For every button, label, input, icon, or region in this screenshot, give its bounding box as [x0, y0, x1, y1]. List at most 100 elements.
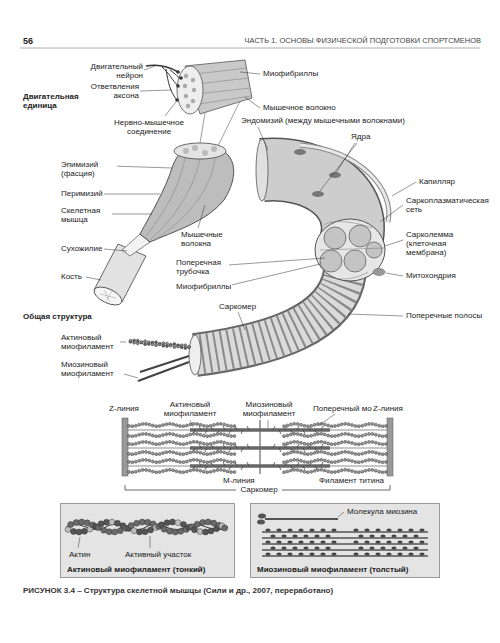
myosin-thick-filament-part [265, 552, 270, 555]
part-label: Кость [60, 272, 83, 281]
sarcomere-filaments-part [286, 470, 289, 473]
part-label: Сухожилие [60, 244, 103, 253]
sarcomere-filaments-part [273, 426, 275, 430]
part-label: Z-линия [372, 404, 404, 413]
sarcomere-filaments-part [223, 451, 226, 454]
part-label: Миозиновый миофиламент [60, 360, 124, 378]
part-label: Двигательная единица [22, 92, 86, 110]
part-label: Саркомер [218, 302, 257, 311]
sarcomere-filaments-part [313, 433, 316, 436]
myosin-thick-filament-part [380, 534, 385, 537]
sarcomere-filaments-part [179, 435, 182, 438]
sarcomere-filaments-part [213, 423, 216, 426]
leader-lines-part [104, 249, 127, 251]
sarcomere-filaments-part [371, 432, 374, 435]
sarcomere-filaments-part [233, 435, 236, 438]
myosin-thick-filament-part [413, 534, 418, 537]
sarcomere-filaments-part [289, 423, 292, 426]
myosin-thick-filament-part [397, 552, 402, 555]
actin-helix-part [161, 526, 167, 532]
sarcomere-filaments-part [230, 443, 233, 446]
sarcomere-filaments-part [344, 440, 347, 443]
sarcomere-filaments-part [371, 440, 374, 443]
sarcomere-filaments-part [364, 469, 367, 472]
sarcomere-filaments-part [189, 441, 192, 444]
sarcomere-filaments-part [368, 450, 371, 453]
sarcomere-filaments-part [168, 468, 171, 471]
leader-lines-part [165, 102, 176, 116]
figure-caption: РИСУНОК 3.4 – Структура скелетной мышцы … [22, 586, 484, 595]
part-label: Ядра [350, 132, 371, 141]
part-label: Актиновый миофиламент [60, 333, 120, 351]
part-label: Эпимизий (фасция) [60, 160, 117, 178]
sarcomere-filaments-part [158, 452, 161, 455]
actin-helix-part [115, 520, 121, 526]
myosin-thick-filament-part [391, 546, 396, 549]
sarcomere-filaments-part [368, 468, 371, 471]
sarcomere-filaments-part [151, 442, 154, 445]
sarcomere-filaments-part [368, 458, 371, 461]
motor-unit-illustration-part [175, 98, 179, 102]
myosin-thick-filament-part [265, 528, 270, 531]
sarcomere-filaments-part [385, 434, 388, 437]
sarcomere-filaments-part [192, 450, 195, 453]
sarcomere-filaments-part [219, 422, 222, 425]
sarcomere-filaments-part [233, 453, 236, 456]
sarcomere-filaments-part [306, 425, 309, 428]
sarcomere-filaments-part [162, 424, 165, 427]
panel-title: Миозиновый миофиламент (толстый) [257, 565, 408, 574]
actin-helix-part [208, 528, 214, 534]
sarcomere-filaments-part [134, 434, 137, 437]
sarcomere-filaments-part [165, 459, 168, 462]
part-label: Скелетная мышца [60, 206, 112, 224]
sarcomere-filaments-part [334, 425, 337, 428]
sarcomere-filaments-part [300, 423, 303, 426]
actin-helix-part [222, 525, 228, 531]
sarcomere-filaments-part [381, 425, 384, 428]
sarcomere-filaments-part [182, 461, 185, 464]
actin-helix-part [106, 529, 112, 535]
sarcomere-filaments-part [351, 460, 354, 463]
actin-helix-part [82, 528, 88, 534]
sarcomere-filaments-part [213, 459, 216, 462]
skeletal-muscle-illustration-part [211, 146, 217, 152]
leader-lines-part [104, 194, 160, 195]
muscle-fiber-illustration-part [300, 145, 389, 222]
sarcomere-filaments-part [209, 442, 212, 445]
actin-helix-part [134, 520, 140, 526]
sarcomere-filaments-part [155, 453, 158, 456]
sarcomere-filaments-part [219, 458, 222, 461]
actin-filament-beads-part [180, 344, 183, 347]
sarcomere-filaments-part [296, 422, 299, 425]
sarcomere-filaments-part [202, 442, 205, 445]
sarcomere-filaments-part [189, 433, 192, 436]
actin-helix-part [139, 519, 145, 525]
muscle-fiber-illustration-part [256, 139, 268, 201]
sarcomere-filaments-part [229, 430, 231, 434]
actin-helix-part [145, 519, 151, 525]
sarcomere-filaments-part [354, 460, 357, 463]
sarcomere-filaments-part [209, 452, 212, 455]
actin-helix-part [203, 529, 209, 535]
actin-filament-beads-part [188, 346, 191, 349]
actin-filament-beads-part [166, 342, 169, 345]
sarcomere-filaments-part [162, 434, 165, 437]
sarcomere-filaments-part [293, 422, 296, 425]
sarcomere-filaments-part [337, 460, 340, 463]
myosin-thick-filament-part [419, 552, 424, 555]
actin-helix-part [167, 528, 173, 534]
sarcomere-filaments-part [202, 452, 205, 455]
actin-helix-part [175, 520, 181, 526]
sarcomere-filaments-part [327, 442, 330, 445]
actin-panel-illustration-part [60, 503, 235, 578]
sarcomere-filaments-part [320, 440, 323, 443]
sarcomere-filaments-part [206, 425, 209, 428]
sarcomere-filaments-part [357, 453, 360, 456]
sarcomere-filaments-part [155, 461, 158, 464]
motor-unit-illustration-part [200, 101, 240, 146]
sarcomere-filaments-part [378, 424, 381, 427]
sarcomere-filaments-part [155, 435, 158, 438]
leader-lines-part [348, 314, 403, 316]
muscle-fiber-illustration-part [349, 225, 371, 247]
sarcomere-filaments-part [330, 443, 333, 446]
